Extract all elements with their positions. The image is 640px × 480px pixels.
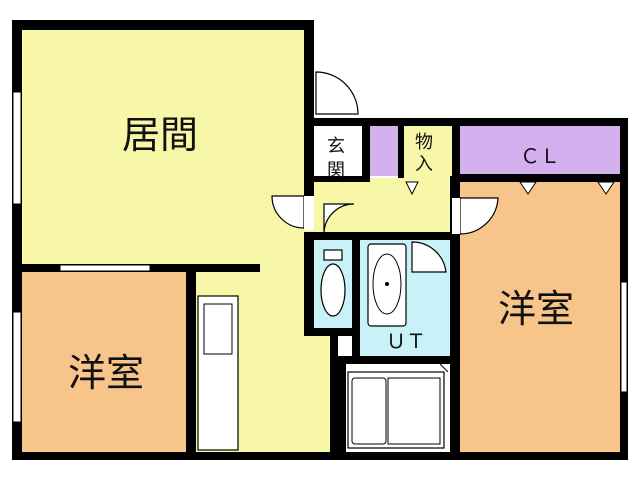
living-room-floor <box>20 28 304 266</box>
utility-label: ＵＴ <box>386 329 426 353</box>
genkan-label-top: 玄 <box>327 136 345 157</box>
closet-floor <box>458 126 620 176</box>
storage-label-bottom: 入 <box>415 154 433 175</box>
western-room-right-floor <box>458 180 620 456</box>
kitchen-counter <box>197 295 239 451</box>
western-room-left-label: 洋室 <box>68 351 144 395</box>
western-room-right-label: 洋室 <box>498 287 574 331</box>
western-room-left-floor <box>20 272 188 452</box>
living-room-label: 居間 <box>122 113 198 157</box>
doors <box>271 71 499 273</box>
genkan-label-bottom: 関 <box>327 160 345 181</box>
windows <box>12 91 628 423</box>
washbasin-icon <box>367 243 407 327</box>
storage-door-markers <box>405 181 615 196</box>
storage-small-floor <box>400 126 452 178</box>
storage-label-top: 物 <box>415 132 433 153</box>
bathtub-icon <box>347 363 449 449</box>
closet-label: ＣＬ <box>520 144 560 168</box>
toilet-icon <box>320 249 346 317</box>
genkan-floor <box>312 124 364 180</box>
